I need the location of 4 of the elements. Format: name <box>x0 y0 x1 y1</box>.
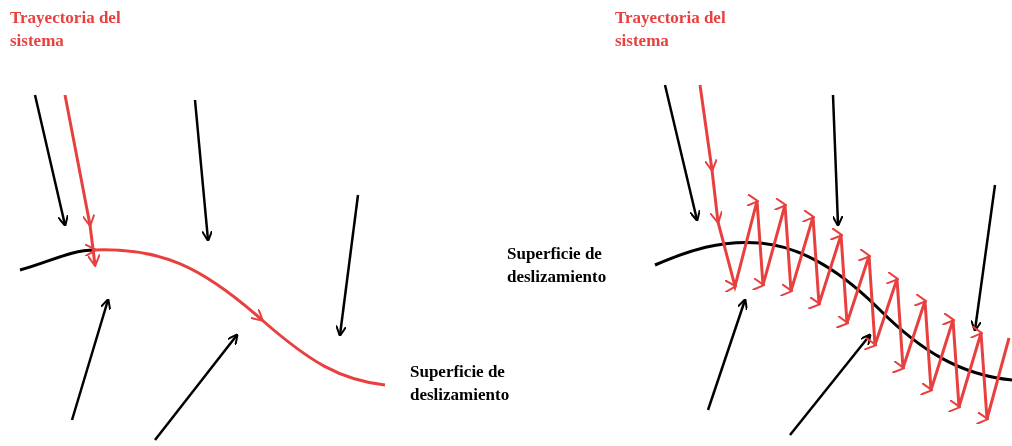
trajectory-label: Trayectoria del sistema <box>10 7 122 52</box>
trajectory-label: Trayectoria del sistema <box>615 7 727 52</box>
surface-label: Superficie de deslizamiento <box>507 243 608 288</box>
surface-label: Superficie de deslizamiento <box>410 361 511 406</box>
